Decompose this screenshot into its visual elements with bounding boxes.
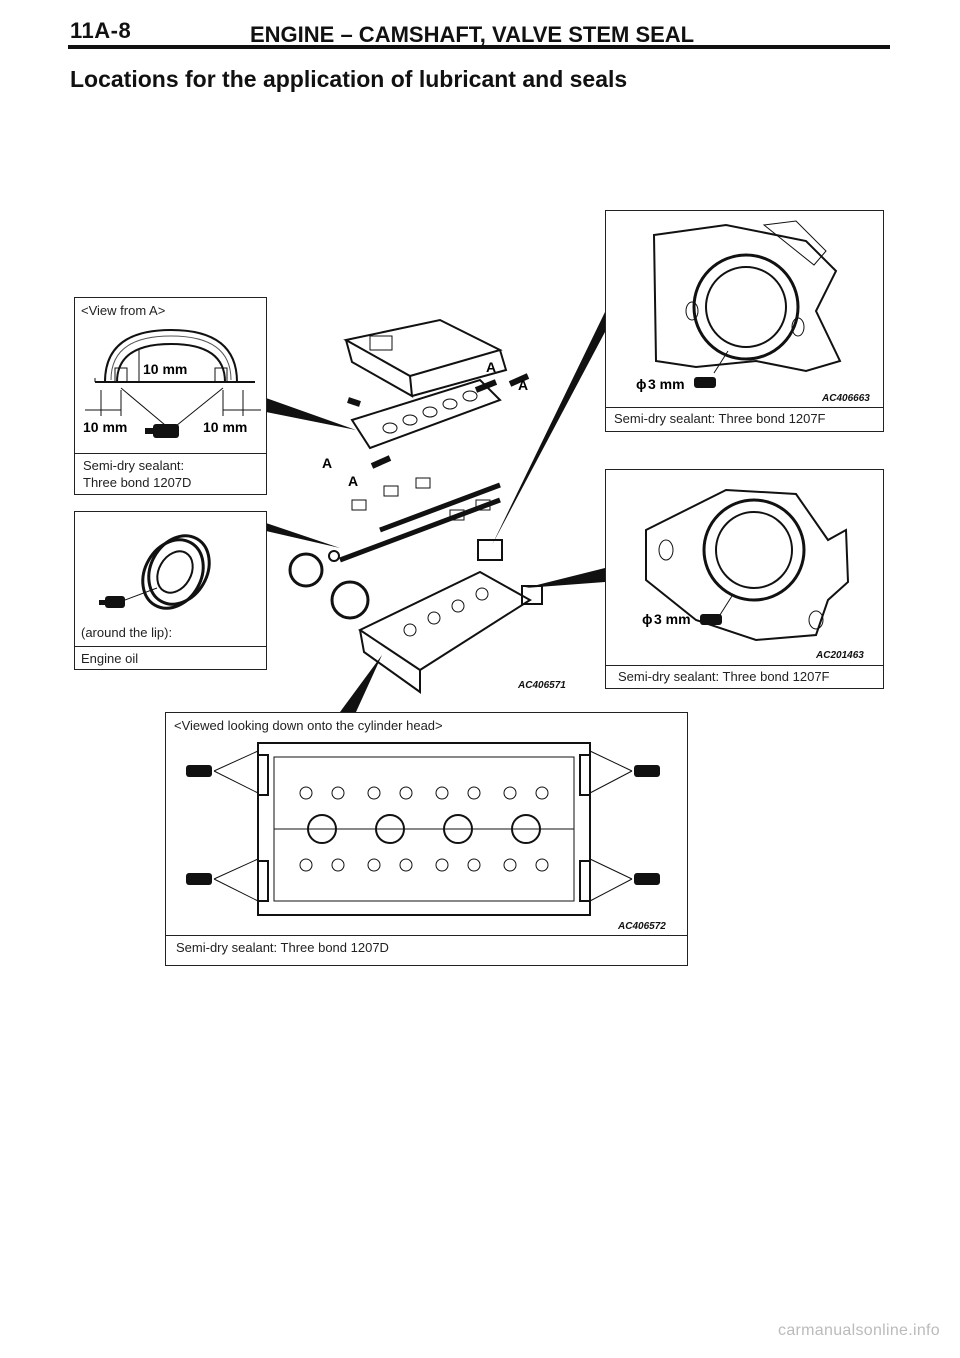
view-a-caption-2: Three bond 1207D	[83, 475, 192, 490]
oil-seal-drawing	[99, 534, 211, 610]
dim-top: 10 mm	[143, 361, 187, 377]
dim-left: 10 mm	[83, 419, 127, 435]
view-a-heading: <View from A>	[81, 303, 166, 318]
view-a-caption-1: Semi-dry sealant:	[83, 458, 185, 473]
housing-top-panel: ϕ 3 mm AC406663 Semi-dry sealant: Three …	[605, 210, 884, 432]
mark-a-1: A	[486, 359, 496, 375]
housing-mid-drawing: ϕ 3 mm	[642, 488, 850, 642]
footer-watermark: carmanualsonline.info	[778, 1322, 940, 1339]
oil-seal-note: (around the lip):	[81, 625, 173, 640]
housing-top-caption: Semi-dry sealant: Three bond 1207F	[614, 411, 826, 426]
housing-mid-dia-symbol: ϕ	[642, 611, 653, 627]
cap-sealant-drawing: 10 mm 10 mm 10 mm	[83, 328, 261, 438]
housing-top-code: AC406663	[822, 393, 870, 404]
housing-top-divider	[606, 407, 883, 408]
housing-mid-panel: ϕ 3 mm AC201463 Semi-dry sealant: Three …	[605, 469, 884, 689]
oil-seal-caption: Engine oil	[81, 651, 139, 666]
center-code: AC406571	[518, 680, 566, 691]
leader-lines	[266, 312, 605, 712]
oil-seal-panel: (around the lip): Engine oil	[74, 511, 267, 670]
housing-top-dia: 3 mm	[648, 376, 685, 392]
housing-top-drawing: ϕ 3 mm	[636, 220, 842, 392]
housing-top-dia-symbol: ϕ	[636, 376, 647, 392]
engine-exploded-drawing: A A A A	[288, 318, 543, 694]
cylinder-head-code: AC406572	[618, 921, 666, 932]
cylinder-head-panel: <Viewed looking down onto the cylinder h…	[165, 712, 688, 966]
housing-mid-divider	[606, 665, 883, 666]
section-title: ENGINE – CAMSHAFT, VALVE STEM SEAL	[250, 22, 695, 47]
mark-a-2: A	[518, 377, 528, 393]
section-code: 11A-8	[70, 18, 132, 43]
cylinder-head-drawing	[186, 742, 660, 916]
header-rule	[68, 45, 890, 49]
dim-right: 10 mm	[203, 419, 247, 435]
page-subtitle: Locations for the application of lubrica…	[70, 66, 628, 92]
cylinder-head-divider	[166, 935, 687, 936]
oil-seal-divider	[75, 646, 266, 647]
view-a-panel: <View from A> 10 mm 10 mm 10 mm Semi-dry…	[74, 297, 267, 495]
view-a-divider	[75, 453, 266, 454]
mark-a-3: A	[322, 455, 332, 471]
cylinder-head-caption: Semi-dry sealant: Three bond 1207D	[176, 940, 389, 955]
cylinder-head-heading: <Viewed looking down onto the cylinder h…	[174, 718, 443, 733]
housing-mid-caption: Semi-dry sealant: Three bond 1207F	[618, 669, 830, 684]
mark-a-4: A	[348, 473, 358, 489]
housing-mid-code: AC201463	[816, 650, 864, 661]
housing-mid-dia: 3 mm	[654, 611, 691, 627]
